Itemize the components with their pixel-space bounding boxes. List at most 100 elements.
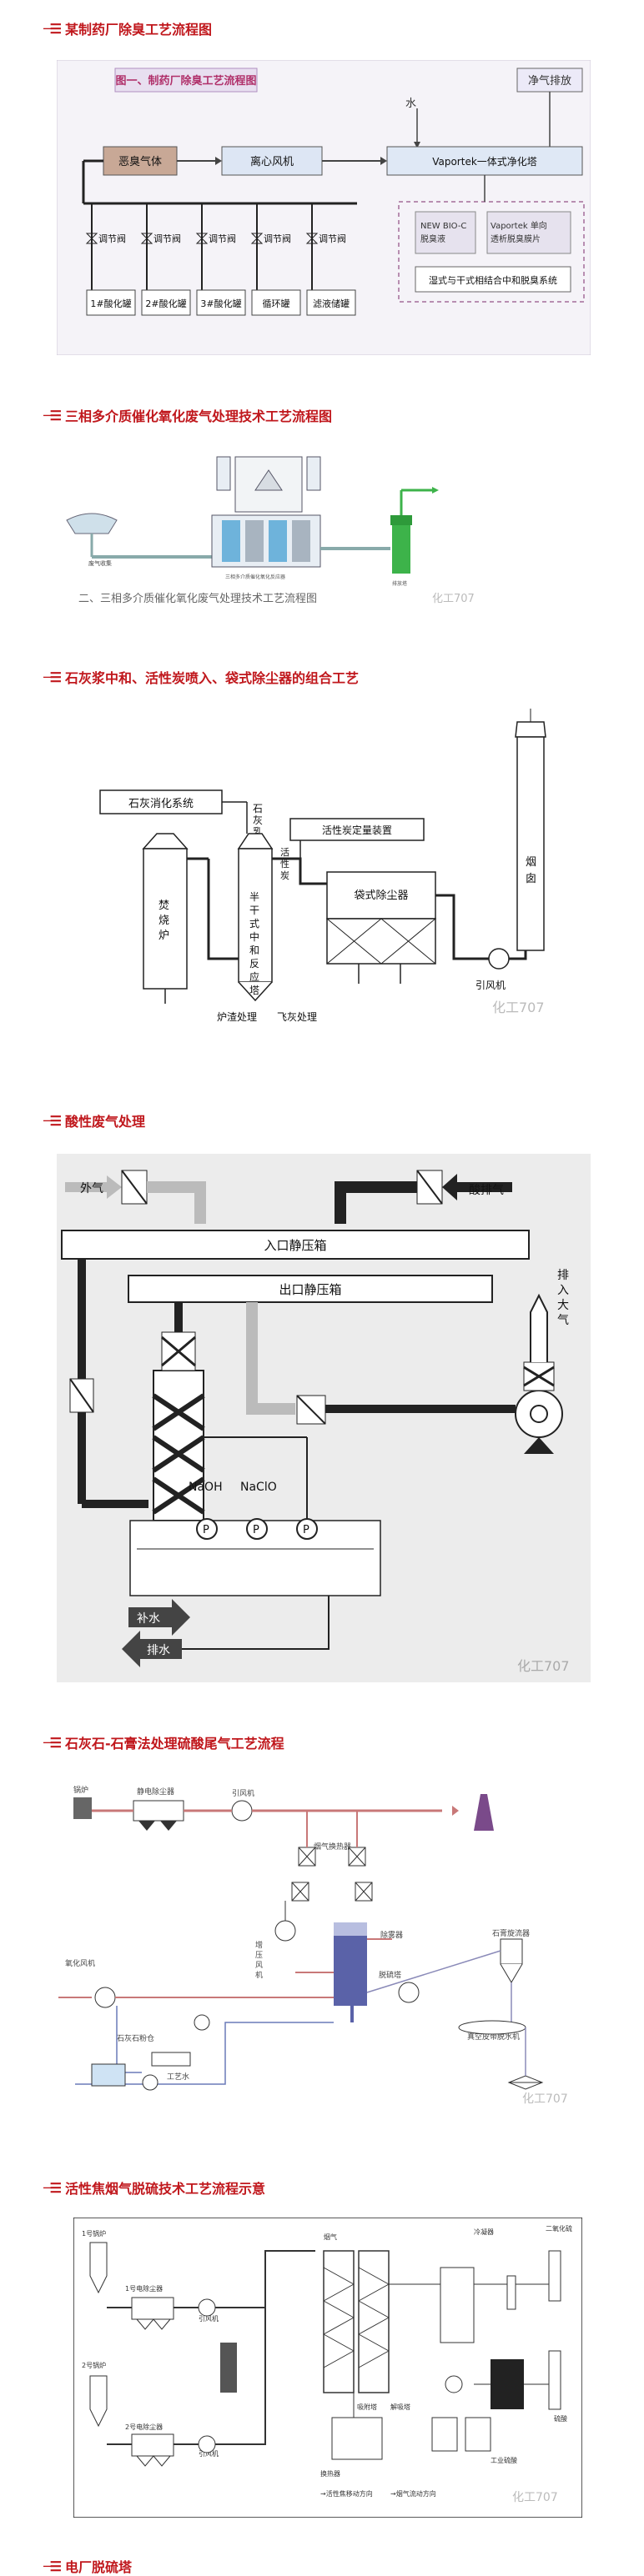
section-title-4: ─☰ 酸性废气处理 [43, 1110, 145, 1130]
bullet-icon: ─☰ [43, 20, 62, 37]
svg-text:氧化风机: 氧化风机 [65, 1958, 95, 1968]
svg-text:中: 中 [249, 930, 259, 943]
svg-text:二氧化硫: 二氧化硫 [546, 2224, 572, 2233]
svg-text:引风机: 引风机 [199, 2449, 219, 2458]
svg-text:活: 活 [280, 847, 289, 858]
makeup-label: 补水 [137, 1612, 160, 1626]
svg-text:2#酸化罐: 2#酸化罐 [145, 298, 186, 309]
svg-text:调节阀: 调节阀 [319, 233, 346, 244]
svg-text:P: P [253, 1524, 259, 1536]
tower-label: Vaportek一体式净化塔 [432, 156, 537, 168]
diagram-caption: 二、三相多介质催化氧化废气处理技术工艺流程图 [78, 592, 317, 605]
svg-text:→烟气流动方向: →烟气流动方向 [390, 2489, 436, 2498]
svg-text:气: 气 [557, 1314, 569, 1327]
svg-text:除雾器: 除雾器 [380, 1930, 403, 1940]
bullet-icon: ─☰ [43, 2179, 62, 2196]
acid-gas-label: 酸排气 [469, 1184, 504, 1197]
section-title-2: ─☰ 三相多介质催化氧化废气处理技术工艺流程图 [43, 405, 332, 425]
section-title-text: 三相多介质催化氧化废气处理技术工艺流程图 [64, 408, 332, 424]
svg-text:反: 反 [249, 958, 259, 970]
bullet-icon: ─☰ [43, 407, 62, 423]
svg-text:锅炉: 锅炉 [73, 1785, 88, 1795]
bullet-icon: ─☰ [43, 669, 62, 685]
svg-text:脱硫塔: 脱硫塔 [379, 1970, 401, 1980]
svg-text:塔: 塔 [249, 985, 259, 996]
section-title-text: 电厂脱硫塔 [64, 2559, 132, 2575]
watermark-text: 化工707 [517, 1658, 570, 1674]
section-title-text: 酸性废气处理 [64, 1114, 145, 1130]
svg-text:透析脱臭膜片: 透析脱臭膜片 [491, 233, 541, 244]
acid-gas-diagram: 外气 酸排气 入口静压箱 出口静压箱 NaOH NaClO P P P 排 入 … [57, 1154, 591, 1682]
watermark-text: 化工707 [432, 593, 475, 605]
svg-text:工业硫酸: 工业硫酸 [491, 2456, 517, 2464]
svg-text:2号电除尘器: 2号电除尘器 [125, 2423, 163, 2431]
exhaust-label: 净气排放 [528, 74, 571, 88]
bullet-icon: ─☰ [43, 2558, 62, 2574]
svg-text:调节阀: 调节阀 [209, 233, 236, 244]
svg-text:烟气换热器: 烟气换热器 [314, 1842, 351, 1852]
svg-text:1号锅炉: 1号锅炉 [82, 2229, 106, 2238]
svg-text:性: 性 [280, 858, 289, 870]
svg-text:循环罐: 循环罐 [263, 298, 290, 309]
section-title-7: ─☰ 电厂脱硫塔 [43, 2556, 132, 2576]
watermark-text: 化工707 [512, 2491, 558, 2504]
drain-label: 排水 [147, 1644, 170, 1657]
naclo-label: NaClO [240, 1481, 277, 1494]
diagram-header: 图一、制药厂除臭工艺流程图 [115, 74, 256, 88]
svg-text:石膏旋流器: 石膏旋流器 [492, 1928, 530, 1938]
svg-text:排放塔: 排放塔 [392, 580, 407, 587]
section-title-text: 活性焦烟气脱硫技术工艺流程示意 [64, 2181, 265, 2197]
watermark-text: 化工707 [522, 2092, 568, 2106]
svg-text:石灰石粉仓: 石灰石粉仓 [117, 2033, 154, 2043]
activated-coke-diagram: 1号锅炉 2号锅炉 1号电除尘器 2号电除尘器 引风机 引风机 烟气 吸附塔 解… [73, 2217, 583, 2518]
section-title-text: 某制药厂除臭工艺流程图 [64, 22, 212, 38]
wet-dry-label: 湿式与干式相结合中和脱臭系统 [429, 274, 557, 286]
svg-text:工艺水: 工艺水 [167, 2072, 189, 2082]
exhaust-label: 排 [557, 1269, 569, 1282]
limestone-gypsum-diagram: 锅炉 静电除尘器 引风机 烟气换热器 增压风机 除雾器 脱硫塔 石膏旋流器 真空… [58, 1772, 584, 2106]
section-title-6: ─☰ 活性焦烟气脱硫技术工艺流程示意 [43, 2178, 265, 2198]
svg-text:引风机: 引风机 [199, 2314, 219, 2323]
water-label: 水 [405, 98, 416, 110]
outlet-box-label: 出口静压箱 [279, 1282, 341, 1297]
svg-text:调节阀: 调节阀 [264, 233, 291, 244]
svg-text:吸附塔: 吸附塔 [357, 2403, 377, 2411]
section-title-text: 石灰浆中和、活性炭喷入、袋式除尘器的组合工艺 [64, 670, 359, 686]
section-title-1: ─☰ 某制药厂除臭工艺流程图 [43, 18, 212, 38]
svg-text:风: 风 [255, 1961, 263, 1970]
svg-text:NEW BIO-C: NEW BIO-C [420, 222, 466, 231]
svg-text:P: P [203, 1524, 209, 1536]
svg-text:灰: 灰 [253, 814, 263, 826]
catalytic-oxidation-diagram: 废气收集 三相多介质催化氧化反应器 排放塔 二、三相多介质催化氧化废气处理技术工… [58, 440, 492, 615]
lime-carbon-bag-diagram: 石灰消化系统 石 灰 乳 活性炭定量装置 活 性 炭 焚 烧 炉 半 干 式 中… [83, 709, 584, 1025]
svg-text:脱臭液: 脱臭液 [420, 233, 445, 244]
fan-label: 离心风机 [250, 155, 294, 168]
svg-text:入: 入 [557, 1284, 569, 1297]
svg-text:调节阀: 调节阀 [153, 233, 181, 244]
slag-label: 炉渣处理 [217, 1011, 257, 1023]
svg-text:静电除尘器: 静电除尘器 [137, 1787, 174, 1797]
svg-text:炭: 炭 [280, 870, 289, 881]
svg-text:3#酸化罐: 3#酸化罐 [200, 298, 241, 309]
svg-text:换热器: 换热器 [320, 2469, 340, 2478]
svg-text:烟气: 烟气 [324, 2233, 337, 2241]
svg-text:烧: 烧 [158, 915, 169, 927]
bullet-icon: ─☰ [43, 1112, 62, 1129]
svg-text:干: 干 [249, 905, 259, 916]
svg-text:大: 大 [557, 1299, 569, 1312]
section-title-3: ─☰ 石灰浆中和、活性炭喷入、袋式除尘器的组合工艺 [43, 667, 359, 687]
odor-gas-label: 恶臭气体 [118, 155, 162, 168]
section-title-text: 石灰石-石膏法处理硫酸尾气工艺流程 [64, 1736, 284, 1752]
lime-system-label: 石灰消化系统 [128, 798, 194, 810]
svg-text:烟: 烟 [526, 856, 536, 869]
svg-text:三相多介质催化氧化反应器: 三相多介质催化氧化反应器 [225, 574, 285, 580]
carbon-device-label: 活性炭定量装置 [322, 824, 392, 836]
section-title-5: ─☰ 石灰石-石膏法处理硫酸尾气工艺流程 [43, 1732, 284, 1752]
watermark-text: 化工707 [492, 1000, 545, 1015]
induced-fan-label: 引风机 [475, 980, 506, 991]
svg-text:冷凝器: 冷凝器 [474, 2228, 494, 2236]
outside-air-label: 外气 [80, 1182, 103, 1195]
svg-text:硫酸: 硫酸 [554, 2414, 567, 2423]
svg-text:1#酸化罐: 1#酸化罐 [90, 298, 131, 309]
svg-text:→活性焦移动方向: →活性焦移动方向 [320, 2489, 373, 2498]
